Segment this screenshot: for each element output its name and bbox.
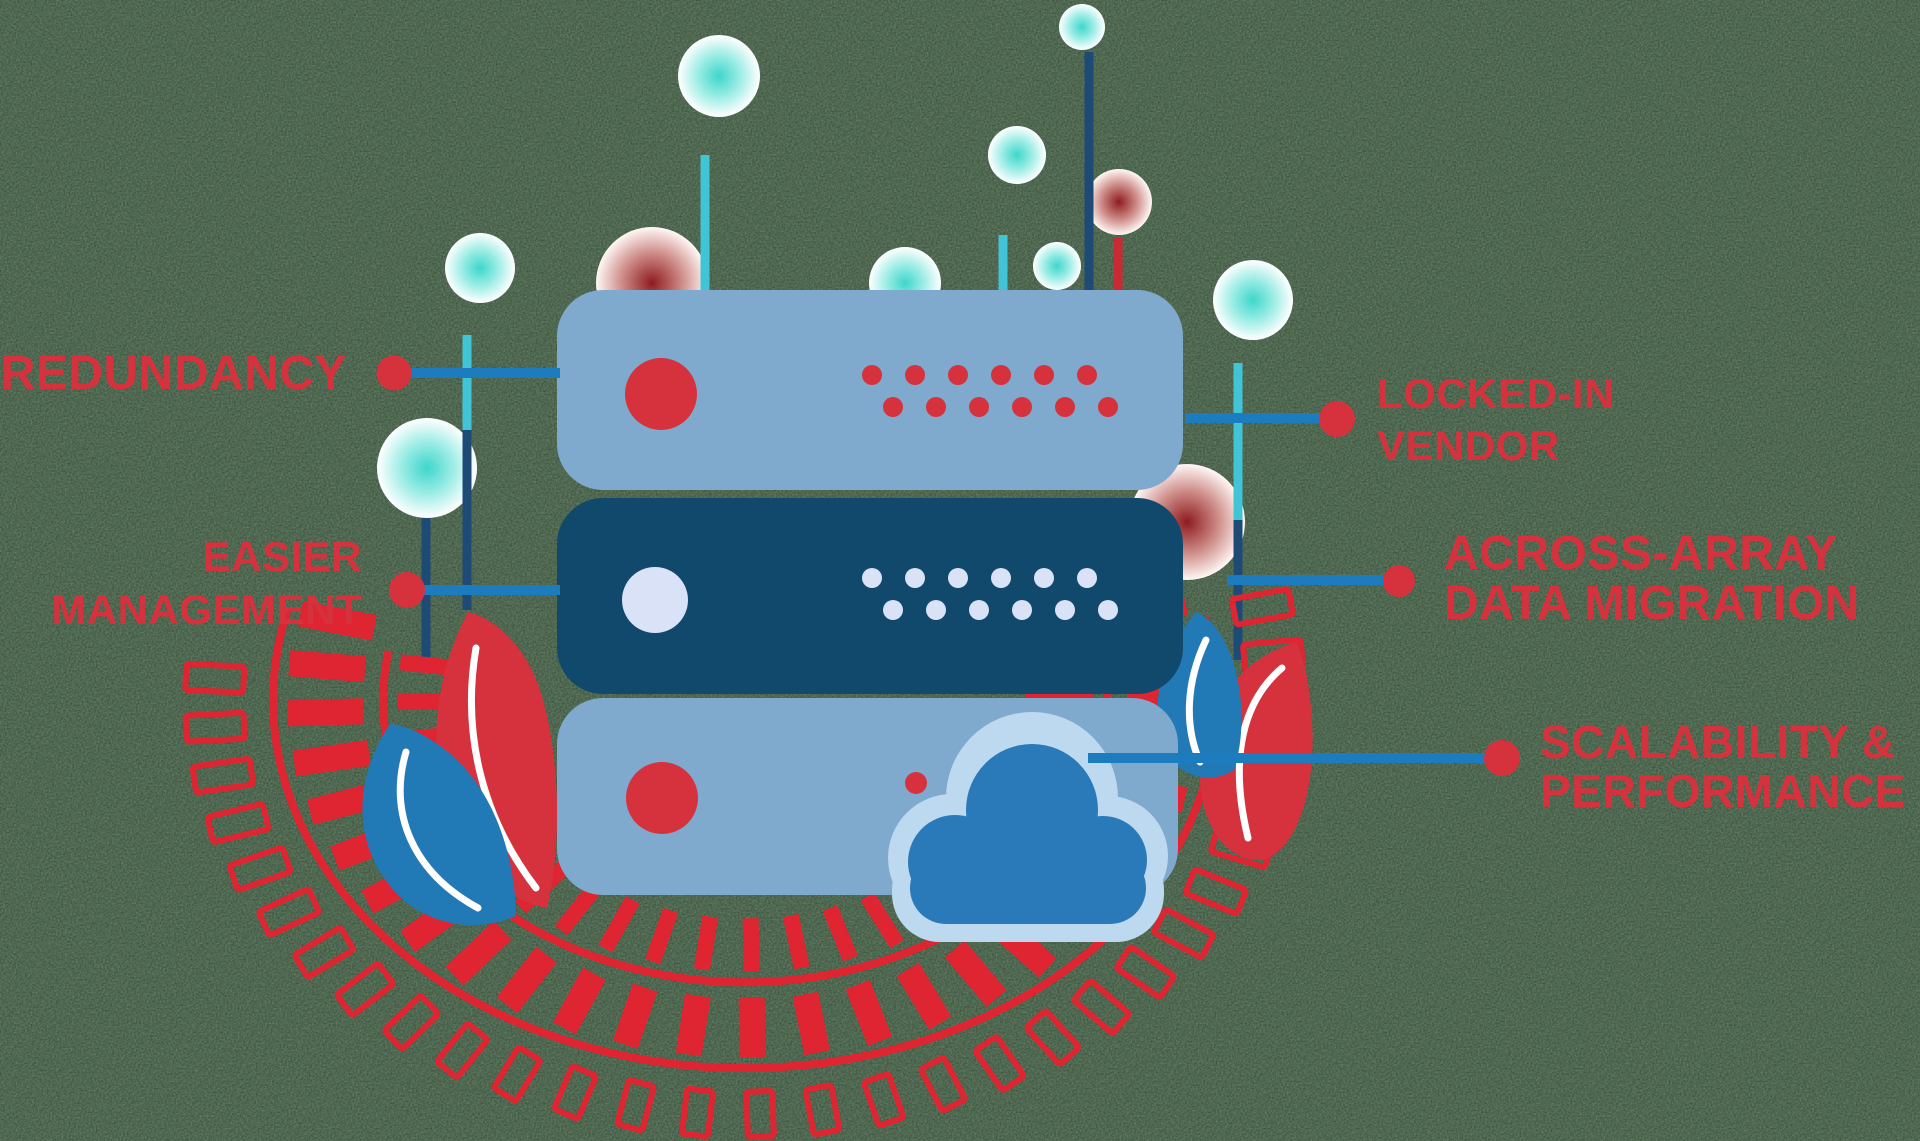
label-easier-line1: EASIER (202, 533, 362, 580)
cloud-body (908, 744, 1147, 924)
label-locked-line2: VENDOR (1377, 422, 1560, 469)
label-scal-line1: SCALABILITY & (1540, 716, 1896, 768)
leaf-icon-left-blue (362, 724, 516, 926)
label-scalability-performance: SCALABILITY & PERFORMANCE (1540, 718, 1906, 816)
label-redundancy-text: REDUNDANCY (0, 347, 347, 400)
label-redundancy: REDUNDANCY (1, 350, 347, 398)
label-scal-line2: PERFORMANCE (1540, 765, 1906, 817)
label-across-line2: DATA MIGRATION (1444, 577, 1860, 630)
label-locked-line1: LOCKED-IN (1377, 370, 1615, 417)
server-unit-top (557, 290, 1183, 490)
vent-dots (862, 568, 1118, 620)
label-across-array-data-migration: ACROSS-ARRAY DATA MIGRATION (1444, 529, 1860, 629)
vent-dots (862, 365, 1118, 417)
server-unit-middle (557, 498, 1183, 694)
drive-led (626, 762, 698, 834)
cloud-icon (888, 712, 1168, 942)
label-connectors (376, 355, 1520, 776)
label-locked-in-vendor: LOCKED-IN VENDOR (1377, 368, 1615, 472)
drive-led (622, 567, 688, 633)
vertical-stub-lines (421, 52, 1243, 672)
label-across-line1: ACROSS-ARRAY (1444, 527, 1838, 580)
drive-led (625, 358, 697, 430)
label-easier-line2: MANAGEMENT (51, 586, 362, 633)
label-easier-management: EASIER MANAGEMENT (51, 530, 362, 636)
small-led (905, 772, 927, 794)
